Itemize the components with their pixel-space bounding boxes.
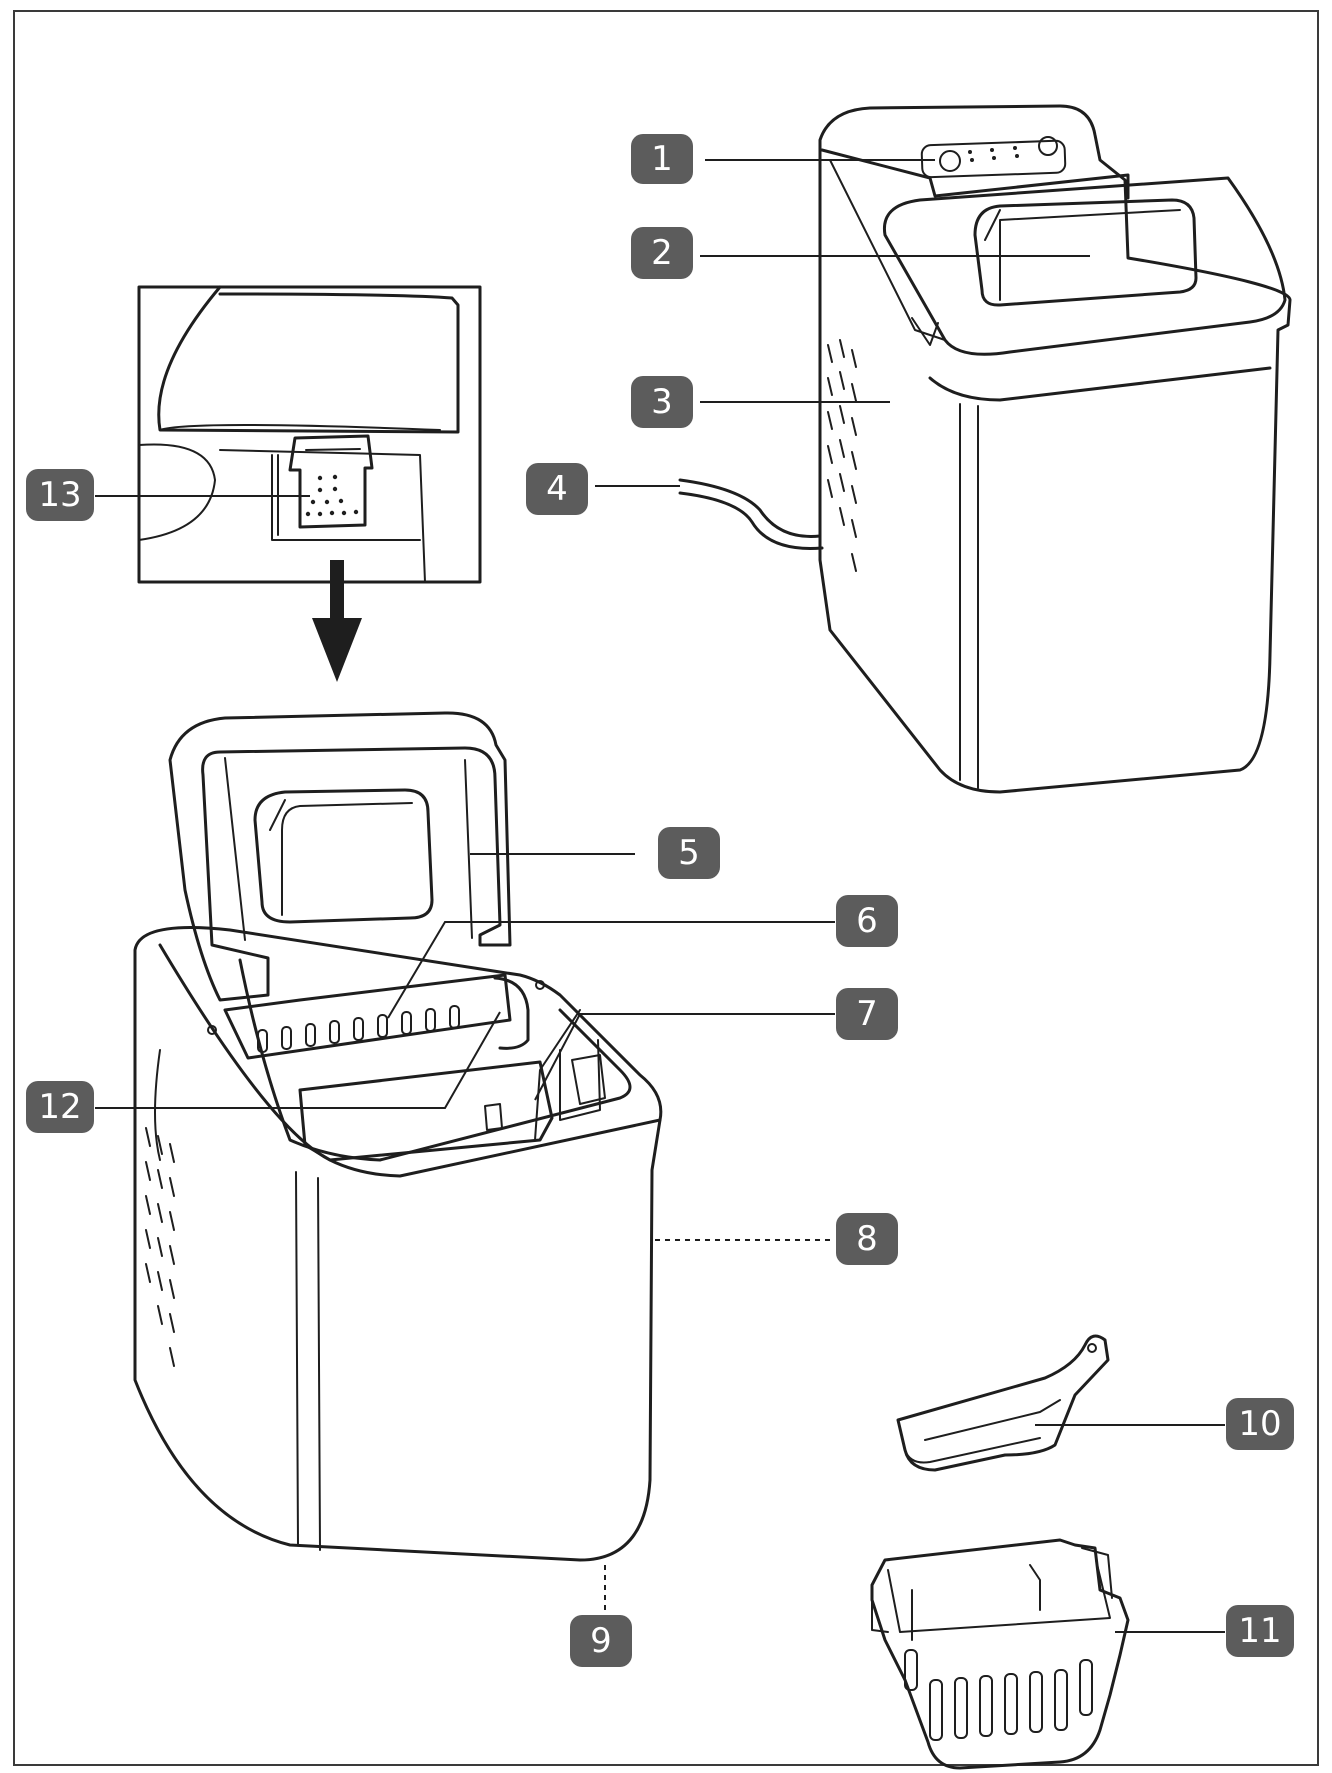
callout-label: 5 <box>678 833 700 873</box>
callout-label: 6 <box>856 901 878 941</box>
callout-label: 7 <box>856 994 878 1034</box>
callout-badge: 2 <box>631 227 693 279</box>
callout-badge: 8 <box>836 1213 898 1265</box>
callout-badge: 12 <box>26 1081 94 1133</box>
down-arrow <box>312 560 362 682</box>
callout-badge: 1 <box>631 134 693 184</box>
callout-label: 4 <box>546 469 568 509</box>
callout-badge: 7 <box>836 988 898 1040</box>
inset-detail <box>137 285 482 584</box>
callout-label: 3 <box>651 382 673 422</box>
callout-badge: 4 <box>526 463 588 515</box>
callout-label: 2 <box>651 233 673 273</box>
callout-badges: 1 2 3 4 5 6 7 8 <box>26 134 1294 1667</box>
callout-label: 10 <box>1238 1404 1281 1444</box>
callout-label: 9 <box>590 1621 612 1661</box>
diagram-frame <box>13 10 1319 1766</box>
callout-label: 1 <box>651 139 673 179</box>
ice-scoop <box>896 1334 1110 1472</box>
callout-badge: 9 <box>570 1615 632 1667</box>
callout-badge: 6 <box>836 895 898 947</box>
callout-label: 13 <box>38 475 81 515</box>
callout-label: 12 <box>38 1087 81 1127</box>
callout-badge: 11 <box>1226 1605 1294 1657</box>
callout-label: 11 <box>1238 1611 1281 1651</box>
callout-badge: 13 <box>26 469 94 521</box>
callout-label: 8 <box>856 1219 878 1259</box>
callout-badge: 10 <box>1226 1398 1294 1450</box>
callout-badge: 3 <box>631 376 693 428</box>
callout-badge: 5 <box>658 827 720 879</box>
leader-lines <box>95 159 1225 1633</box>
open-ice-maker <box>133 711 663 1562</box>
closed-ice-maker <box>678 104 1292 794</box>
ice-basket <box>870 1538 1130 1770</box>
